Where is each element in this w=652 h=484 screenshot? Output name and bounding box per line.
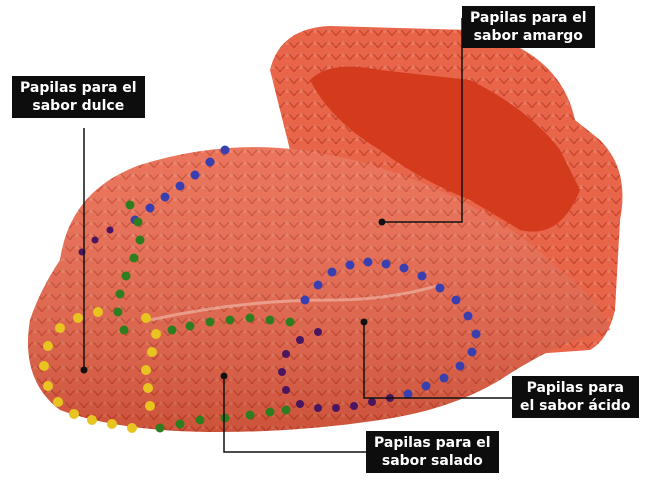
label-bitter-line1: Papilas para el: [470, 9, 587, 27]
marker-salty: [221, 373, 228, 380]
label-bitter-line2: sabor amargo: [470, 27, 587, 45]
label-salty-line1: Papilas para el: [374, 434, 491, 452]
label-sweet: Papilas para el sabor dulce: [12, 76, 145, 118]
label-bitter: Papilas para el sabor amargo: [462, 6, 595, 48]
label-sour: Papilas para el sabor ácido: [512, 376, 639, 418]
label-sweet-line2: sabor dulce: [20, 97, 137, 115]
label-sweet-line1: Papilas para el: [20, 79, 137, 97]
label-sour-line1: Papilas para: [520, 379, 631, 397]
marker-bitter: [379, 219, 386, 226]
label-sour-line2: el sabor ácido: [520, 397, 631, 415]
label-salty: Papilas para el sabor salado: [366, 431, 499, 473]
label-salty-line2: sabor salado: [374, 452, 491, 470]
marker-sweet: [81, 367, 88, 374]
marker-sour: [361, 319, 368, 326]
